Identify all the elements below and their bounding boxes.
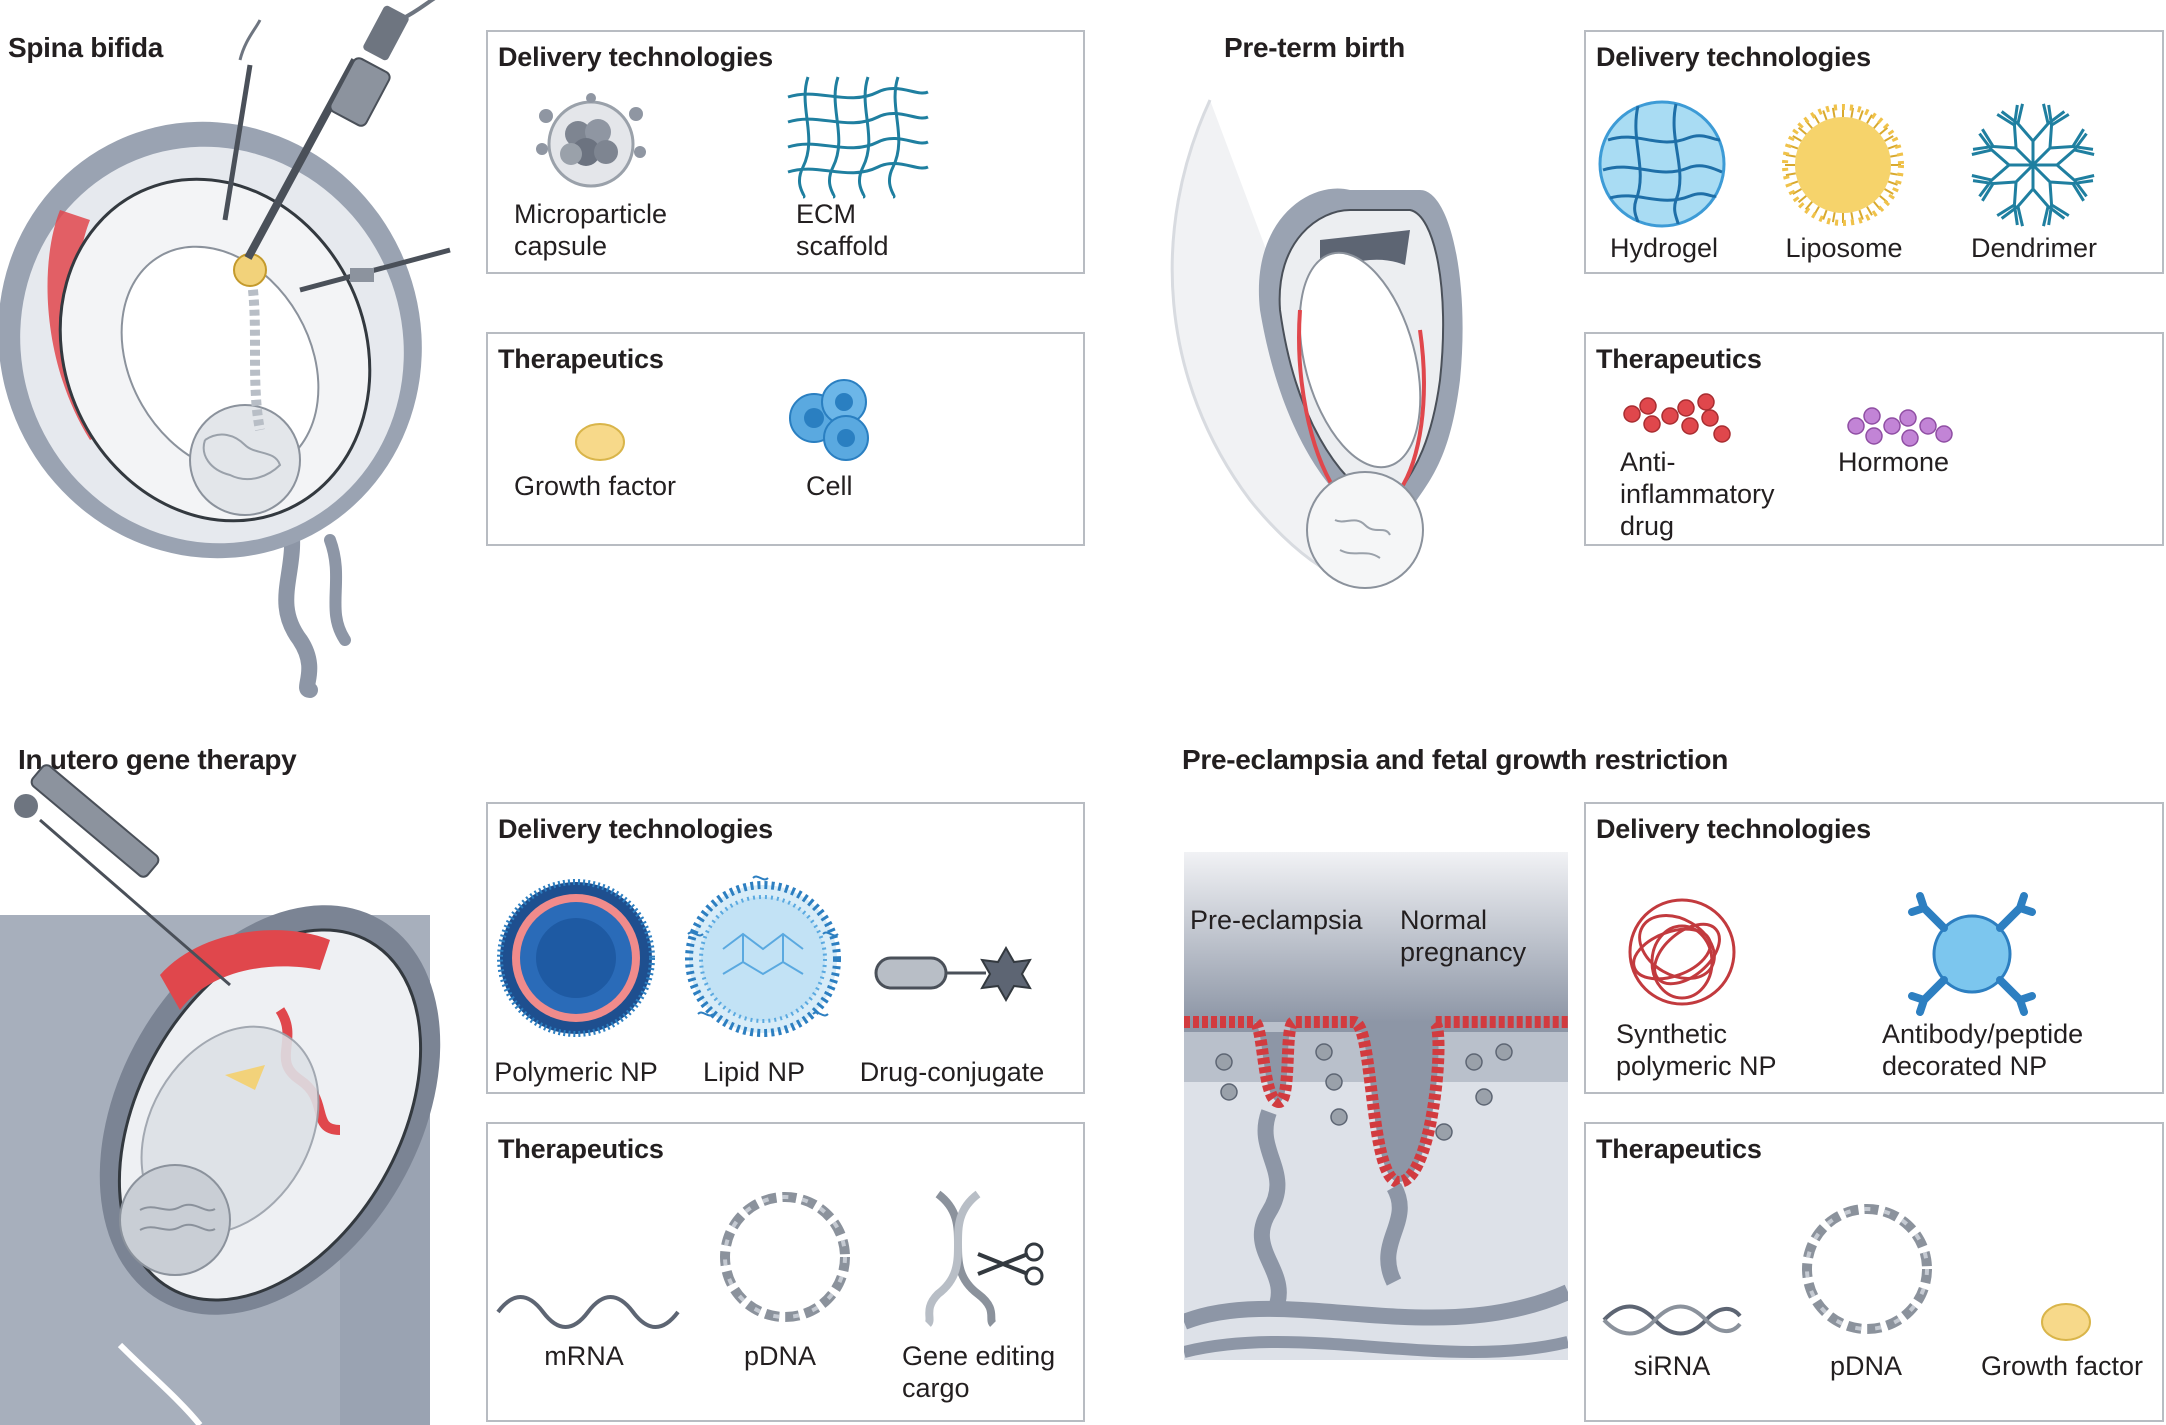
synthetic-polymeric-np-icon: [1628, 898, 1736, 1006]
panel-title: Pre-term birth: [1224, 32, 1405, 63]
item-label: Hydrogel: [1609, 233, 1719, 263]
lipid-np-icon: [685, 875, 841, 1037]
panel-title: Pre-eclampsia and fetal growth restricti…: [1182, 744, 1728, 775]
box-heading: Therapeutics: [498, 1134, 664, 1164]
delivery-technologies-box: Delivery technologies Synthetic polymeri…: [1584, 802, 2164, 1094]
panel-title: In utero gene therapy: [18, 744, 297, 775]
normal-pregnancy-label: pregnancy: [1400, 937, 1527, 967]
item-label: Synthetic: [1616, 1019, 1728, 1049]
item-label: Growth factor: [514, 471, 677, 501]
preterm-fetus-illustration: [1170, 99, 1463, 589]
dendrimer-icon: [1971, 103, 2095, 227]
box-heading: Delivery technologies: [1596, 42, 1871, 72]
item-label: inflammatory: [1620, 479, 1775, 509]
item-label: Growth factor: [1980, 1351, 2144, 1381]
delivery-technologies-box: Delivery technologies Microparticle c: [486, 30, 1085, 274]
item-label: siRNA: [1633, 1351, 1711, 1381]
drug-conjugate-icon: [874, 945, 1032, 1003]
box-heading: Therapeutics: [1596, 344, 1762, 374]
item-label: drug: [1620, 511, 1675, 541]
preeclampsia-label: Pre-eclampsia: [1190, 905, 1363, 935]
therapeutics-box: Therapeutics Growth factor Cell: [486, 332, 1085, 546]
item-label: Cell: [806, 471, 853, 501]
box-heading: Delivery technologies: [498, 42, 773, 72]
item-label: decorated NP: [1882, 1051, 2048, 1081]
normal-pregnancy-label: Normal: [1400, 905, 1488, 935]
item-label: Gene editing: [902, 1341, 1056, 1371]
pdna-icon: [720, 1192, 850, 1322]
gene-therapy-injection-illustration: [0, 764, 441, 1425]
delivery-technologies-box: Delivery technologies: [486, 802, 1085, 1094]
box-heading: Delivery technologies: [1596, 814, 1871, 844]
item-label: capsule: [514, 231, 608, 261]
item-label: Lipid NP: [702, 1057, 806, 1087]
microparticle-capsule-icon: [536, 93, 646, 188]
hydrogel-icon: [1598, 100, 1726, 228]
antibody-decorated-np-icon: [1908, 892, 2036, 1016]
item-label: cargo: [902, 1373, 970, 1403]
cell-icon: [789, 379, 869, 461]
item-label: Hormone: [1838, 447, 1950, 477]
placenta-illustration: Pre-eclampsia Normal pregnancy: [1184, 852, 1568, 1360]
therapeutics-box: Therapeutics siRNA pDNA Growth factor: [1584, 1122, 2164, 1422]
item-label: Anti-: [1620, 447, 1676, 477]
polymeric-np-icon: [497, 879, 655, 1037]
item-label: Liposome: [1785, 233, 1903, 263]
item-label: ECM: [796, 199, 856, 229]
hormone-icon: [1847, 407, 1953, 447]
pdna-icon: [1802, 1204, 1932, 1334]
mrna-icon: [496, 1295, 680, 1329]
box-heading: Therapeutics: [498, 344, 664, 374]
box-heading: Delivery technologies: [498, 814, 773, 844]
anti-inflammatory-drug-icon: [1623, 393, 1731, 443]
growth-factor-icon: [575, 423, 625, 461]
therapeutics-box: Therapeutics mRNA pDNA Gene editing carg…: [486, 1122, 1085, 1422]
box-heading: Therapeutics: [1596, 1134, 1762, 1164]
liposome-icon: [1782, 104, 1904, 226]
item-label: Microparticle: [514, 199, 668, 229]
item-label: scaffold: [796, 231, 889, 261]
fetal-surgery-illustration: [0, 0, 451, 698]
panel-title: Spina bifida: [8, 32, 164, 63]
item-label: pDNA: [743, 1341, 817, 1371]
item-label: Dendrimer: [1970, 233, 2098, 263]
item-label: Polymeric NP: [494, 1057, 658, 1087]
sirna-icon: [1602, 1304, 1742, 1336]
delivery-technologies-box: Delivery technologies Hydrogel Liposome …: [1584, 30, 2164, 274]
item-label: mRNA: [544, 1341, 624, 1371]
item-label: polymeric NP: [1616, 1051, 1777, 1081]
gene-editing-cargo-icon: [924, 1190, 1044, 1327]
ecm-scaffold-icon: [787, 76, 929, 199]
therapeutics-box: Therapeutics Anti- inflammatory drug Hor…: [1584, 332, 2164, 546]
growth-factor-icon: [2041, 1303, 2091, 1341]
item-label: pDNA: [1829, 1351, 1903, 1381]
item-label: Drug-conjugate: [859, 1057, 1045, 1087]
item-label: Antibody/peptide: [1882, 1019, 2084, 1049]
